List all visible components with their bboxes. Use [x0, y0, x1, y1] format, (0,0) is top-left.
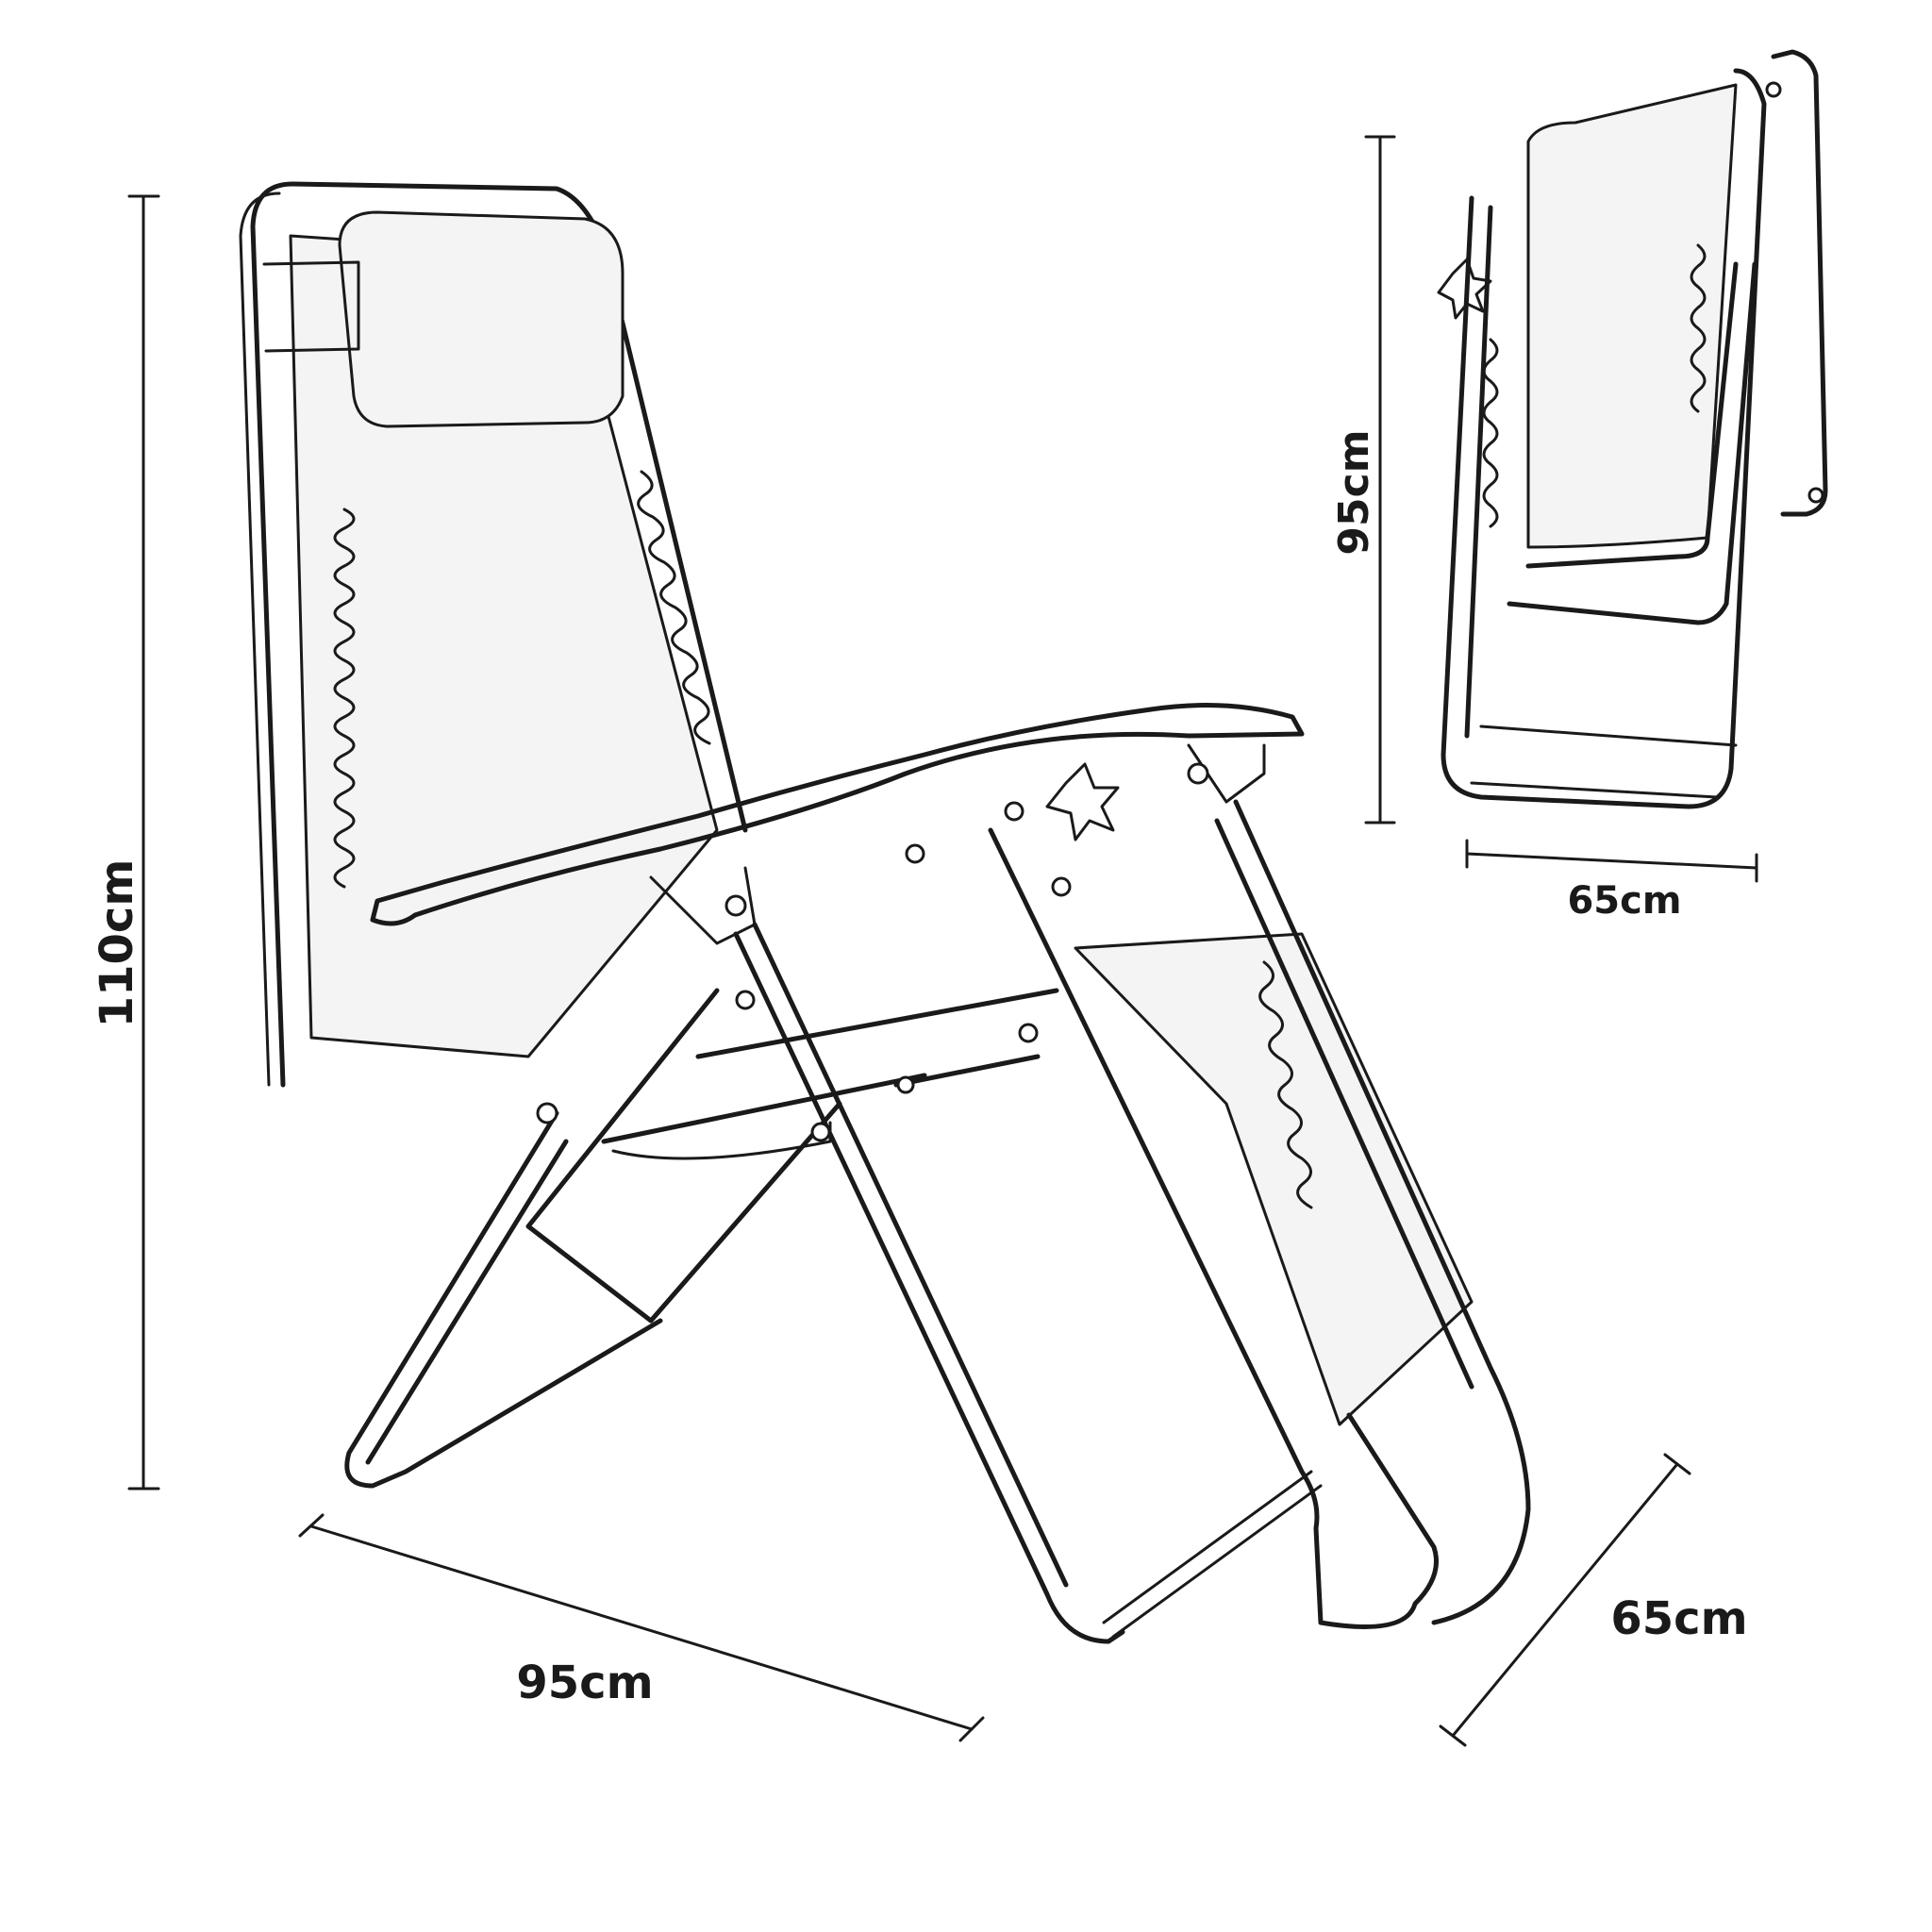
- folded-fabric: [1526, 83, 1738, 549]
- dimension-label-width-folded: 65cm: [1567, 879, 1681, 923]
- pivot-bolt: [1018, 1023, 1039, 1043]
- legrest-fabric: [1074, 932, 1474, 1426]
- pivot-bolt: [724, 894, 747, 917]
- rear-leg-strut: [525, 988, 842, 1324]
- pivot-bolt: [1004, 801, 1024, 822]
- pivot-bolt: [1765, 81, 1782, 98]
- pivot-bolt: [905, 843, 925, 864]
- lock-knob-star: [1045, 762, 1120, 841]
- folded-outer-frame: [1441, 68, 1767, 809]
- headrest-pillow: [338, 210, 625, 428]
- open-lounger-illustration: [239, 181, 1531, 1644]
- dimension-length-open: 95cm: [298, 1513, 985, 1742]
- front-leg-main: [733, 931, 1125, 1644]
- folded-lock-knob: [1437, 258, 1492, 320]
- rear-leg-left: [344, 1110, 663, 1489]
- elastic-cords-left: [333, 508, 356, 889]
- dimension-width-open: 65cm: [1439, 1453, 1748, 1747]
- pivot-bolt: [810, 1122, 831, 1142]
- dimension-label-length-open: 95cm: [516, 1657, 653, 1709]
- foot-bar: [1102, 1470, 1313, 1624]
- elastic-cords-right: [637, 470, 711, 745]
- pivot-bolt: [1051, 876, 1072, 897]
- front-leg-right: [988, 827, 1439, 1629]
- pivot-bolt: [536, 1102, 558, 1124]
- dimension-label-width-open: 65cm: [1610, 1592, 1747, 1645]
- pivot-bolt: [735, 990, 756, 1010]
- backrest-fabric: [289, 234, 719, 1058]
- dimension-height-open: 110cm: [91, 194, 160, 1491]
- dimension-height-folded: 95cm: [1330, 135, 1396, 824]
- folded-armrest: [1771, 49, 1828, 517]
- dimension-label-height-folded: 95cm: [1330, 429, 1378, 555]
- pivot-bolt: [896, 1075, 915, 1094]
- seat-crossbar: [695, 988, 1059, 1059]
- pivot-bolt: [1807, 487, 1824, 504]
- pivot-bolt: [1187, 762, 1209, 785]
- folded-lounger-illustration: [1437, 49, 1828, 809]
- dimension-width-folded: 65cm: [1465, 839, 1758, 923]
- dimension-label-height-open: 110cm: [91, 859, 143, 1028]
- armrest: [370, 703, 1305, 926]
